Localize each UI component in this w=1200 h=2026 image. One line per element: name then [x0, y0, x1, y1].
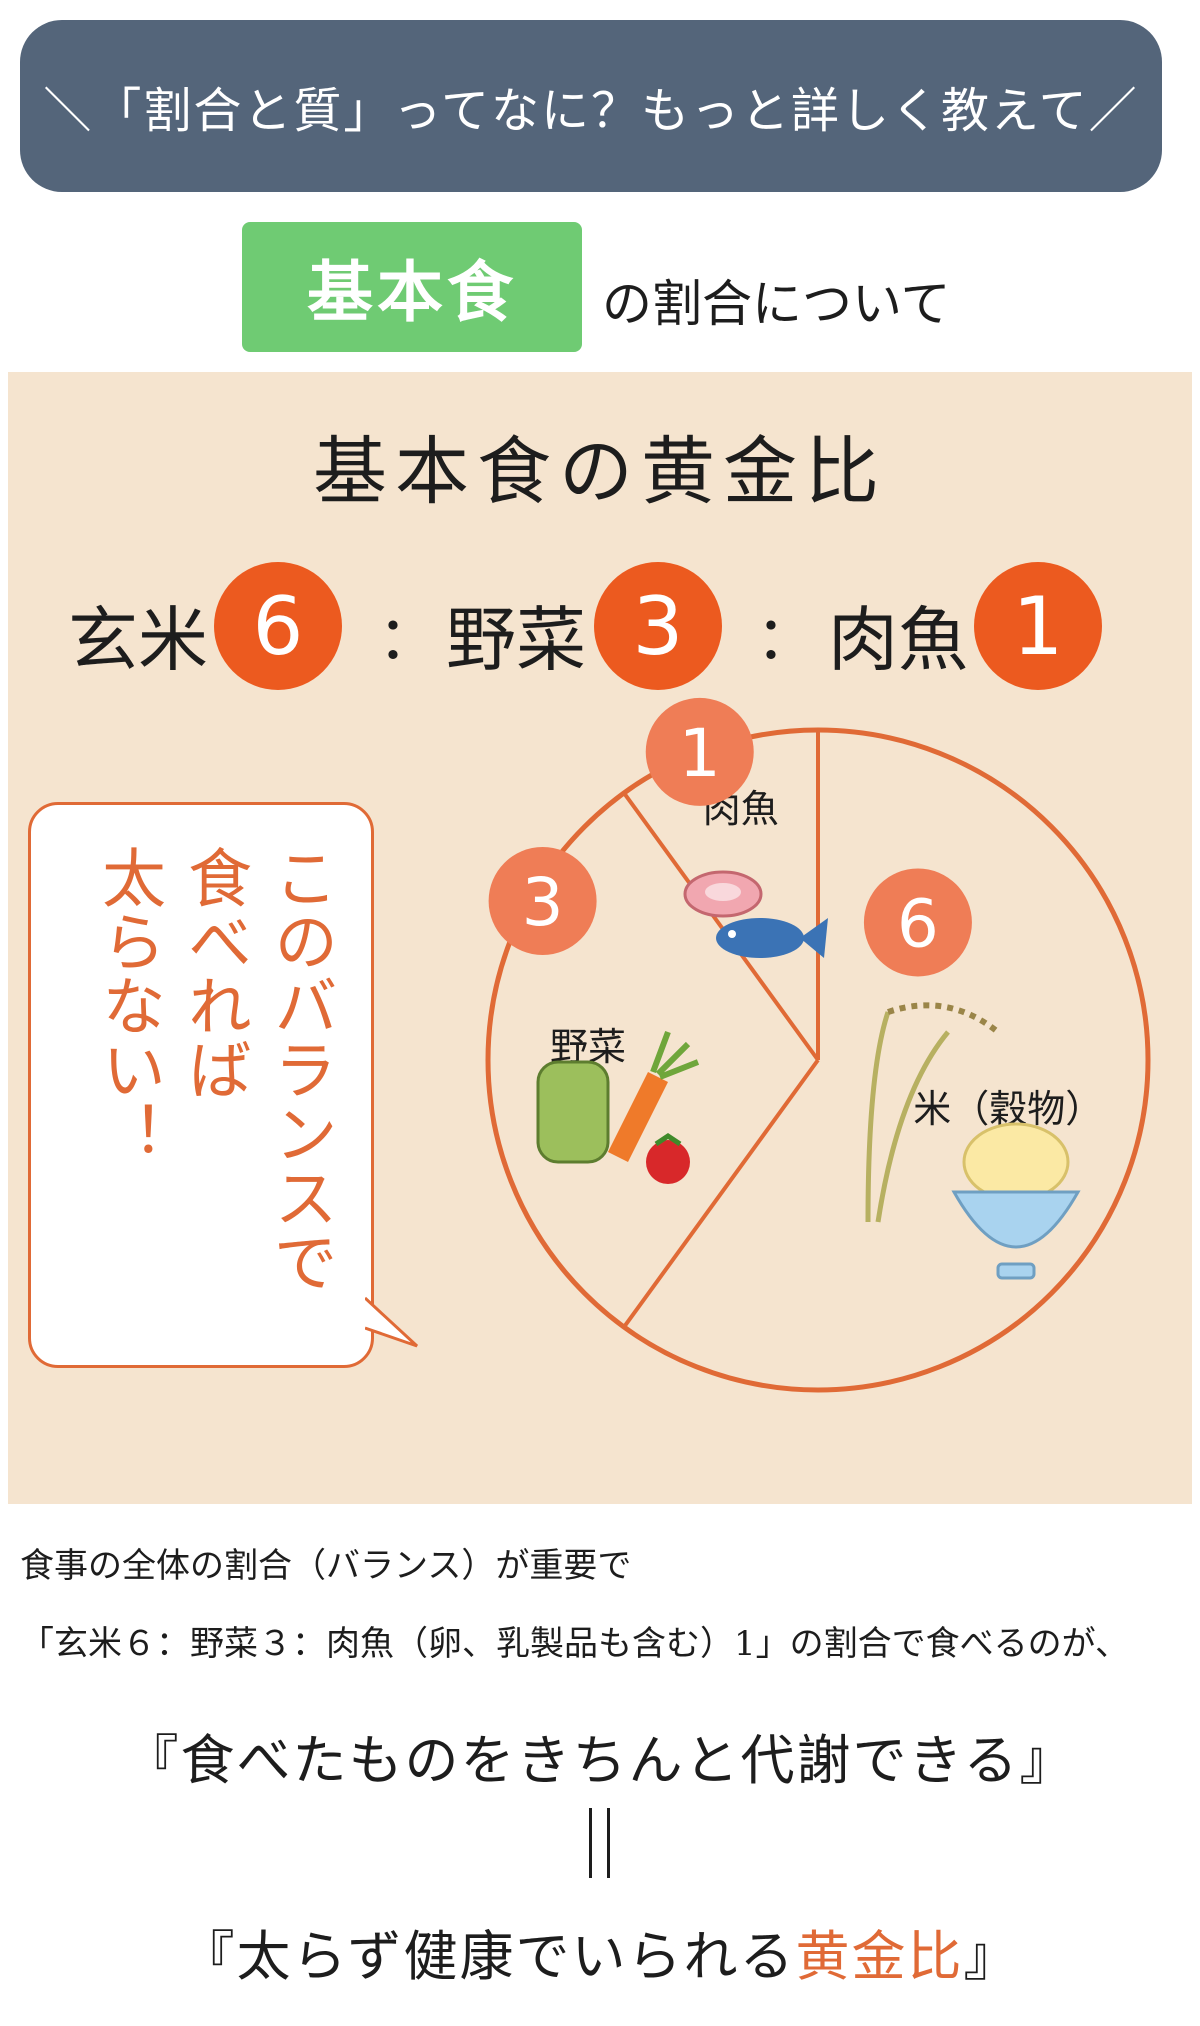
rice-plant-icon: [865, 1002, 1000, 1223]
quote-2-pre: 『太らず健康でいられる: [180, 1925, 796, 1988]
pie-badge-number-meat-fish: 1: [679, 715, 721, 792]
rice-bowl-icon: [951, 1122, 1081, 1280]
ratio-value-meat-fish: 1: [1012, 579, 1064, 673]
fish-icon: [716, 918, 828, 958]
pie-divider-vegetables: [622, 1058, 820, 1329]
quote-1: 『食べたものをきちんと代謝できる』: [124, 1729, 1076, 1792]
pie-badge-number-vegetables: 3: [522, 864, 564, 941]
panel-title: 基本食の黄金比: [313, 429, 887, 515]
bubble-line-1: このバランスで: [263, 845, 337, 1293]
vegetables-icon: [536, 1030, 700, 1184]
ratio-label-rice: 玄米: [68, 599, 208, 681]
quote-2: 『太らず健康でいられる黄金比』: [0, 1912, 1200, 1991]
ratio-label-vegetables: 野菜: [446, 599, 586, 681]
pie-divider-meat-fish: [622, 791, 820, 1062]
ratio-value-vegetables: 3: [632, 579, 684, 673]
ratio-badge-rice: 6: [214, 562, 342, 690]
banner-text: ＼「割合と質」ってなに？もっと詳しく教えて／: [43, 83, 1139, 139]
explanation-line-2: 「玄米６：野菜３：肉魚（卵、乳製品も含む）1」の割合で食べるのが、: [20, 1624, 1129, 1664]
bubble-line-2: 食べれば: [177, 845, 251, 1101]
pie-badge-number-rice: 6: [897, 885, 939, 962]
explanation-line-1: 食事の全体の割合（バランス）が重要で: [20, 1546, 632, 1586]
ratio-label-meat-fish: 肉魚: [828, 599, 968, 681]
ratio-colon-2: ：: [756, 604, 816, 674]
section-tag-suffix: の割合について: [602, 275, 951, 333]
pie-badge-vegetables: [488, 847, 597, 955]
ratio-badge-vegetables: 3: [594, 562, 722, 690]
header-banner: ＼「割合と質」ってなに？もっと詳しく教えて／: [20, 20, 1162, 192]
section-tag-label: 基本食: [307, 253, 517, 331]
meat-icon: [683, 870, 763, 918]
quote-2-post: 』: [963, 1925, 1020, 1988]
speech-bubble: このバランスで 食べれば 太らない！: [28, 802, 374, 1368]
speech-bubble-tail: [365, 1296, 419, 1348]
bubble-line-3: 太らない！: [91, 845, 165, 1165]
quote-2-highlight: 黄金比: [795, 1925, 964, 1988]
golden-ratio-panel: 基本食の黄金比 玄米 6 ： 野菜 3 ： 肉魚 1 このバランスで 食べれば …: [8, 372, 1192, 1504]
equals-sign: [583, 1808, 617, 1878]
pie-badge-rice: [863, 868, 972, 977]
section-tag: 基本食: [242, 222, 582, 352]
ratio-colon-1: ：: [378, 604, 438, 674]
ratio-badge-meat-fish: 1: [974, 562, 1102, 690]
ratio-value-rice: 6: [252, 579, 304, 673]
pie-badge-meat-fish: [645, 697, 754, 806]
